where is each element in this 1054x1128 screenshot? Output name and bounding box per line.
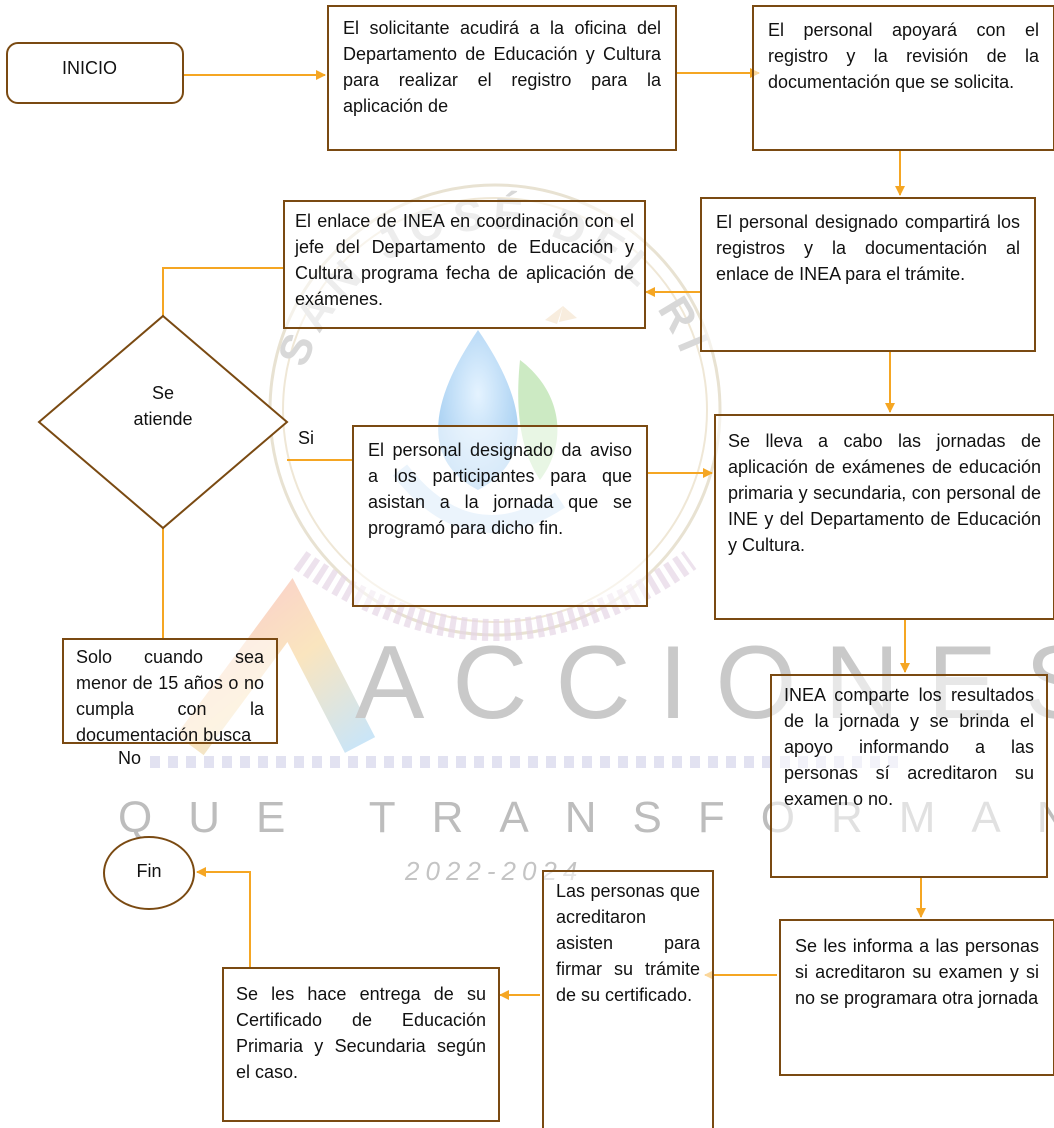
decision-diamond	[37, 314, 289, 530]
step-solicitante-text: El solicitante acudirá a la oficina del …	[343, 18, 661, 116]
step-compartira-text: El personal designado compartirá los reg…	[716, 212, 1020, 284]
step-menor: Solo cuando sea menor de 15 años o no cu…	[62, 638, 278, 744]
step-entrega-text: Se les hace entrega de su Certificado de…	[236, 984, 486, 1082]
decision-label: Se atiende	[103, 380, 223, 432]
step-enlace-inea: El enlace de INEA en coordinación con el…	[283, 200, 646, 329]
line-enlace-decision	[162, 267, 283, 316]
step-informa-text: Se les informa a las personas si acredit…	[795, 936, 1039, 1008]
step-jornadas-text: Se lleva a cabo las jornadas de aplicaci…	[728, 431, 1041, 555]
step-firmar-text: Las personas que acreditaron asisten par…	[556, 881, 700, 1005]
arrow-entrega-fin	[196, 867, 251, 967]
step-aviso-text: El personal designado da aviso a los par…	[368, 440, 632, 538]
step-solicitante: El solicitante acudirá a la oficina del …	[327, 5, 677, 151]
decision-label-line2: atiende	[133, 409, 193, 429]
no-label: No	[118, 748, 142, 768]
yes-label: Si	[298, 428, 315, 448]
decision-label-line1: Se	[151, 383, 175, 403]
step-aviso: El personal designado da aviso a los par…	[352, 425, 648, 607]
start-node: INICIO	[6, 42, 184, 104]
step-compartira: El personal designado compartirá los reg…	[700, 197, 1036, 352]
step-menor-text: Solo cuando sea menor de 15 años o no cu…	[76, 647, 264, 744]
step-personal-apoyo-text: El personal apoyará con el registro y la…	[768, 20, 1039, 92]
step-firmar: Las personas que acreditaron asisten par…	[542, 870, 714, 1128]
step-enlace-inea-text: El enlace de INEA en coordinación con el…	[295, 211, 634, 309]
step-entrega: Se les hace entrega de su Certificado de…	[222, 967, 500, 1122]
step-resultados: INEA comparte los resultados de la jorna…	[770, 674, 1048, 878]
step-jornadas: Se lleva a cabo las jornadas de aplicaci…	[714, 414, 1054, 620]
step-informa: Se les informa a las personas si acredit…	[779, 919, 1054, 1076]
end-node: Fin	[103, 836, 195, 910]
step-personal-apoyo: El personal apoyará con el registro y la…	[752, 5, 1054, 151]
step-resultados-text: INEA comparte los resultados de la jorna…	[784, 685, 1034, 809]
